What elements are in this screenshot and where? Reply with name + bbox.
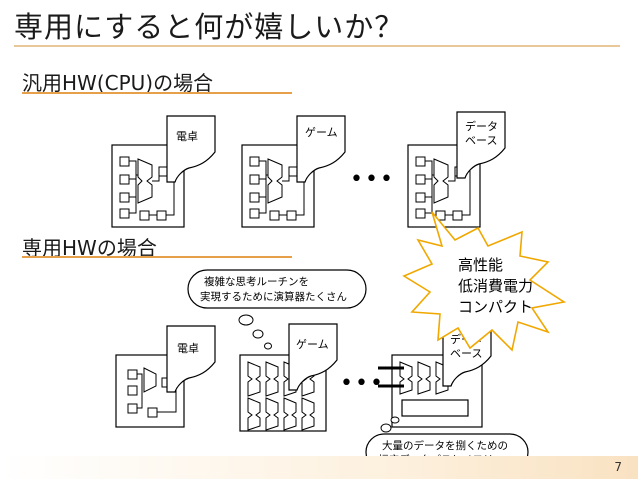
- ellipsis-dedicated: •••: [340, 371, 385, 396]
- label-game-dedicated: ゲーム: [296, 338, 329, 351]
- page-number: 7: [614, 460, 622, 474]
- benefits-starburst: 高性能 低消費電力 コンパクト: [402, 211, 567, 352]
- doc-calculator: [166, 115, 216, 183]
- burst-line-power: 低消費電力: [458, 277, 533, 295]
- label-calculator-dedicated: 電卓: [177, 342, 199, 355]
- label-calculator: 電卓: [176, 130, 198, 143]
- label-database-2: ベース: [465, 134, 497, 147]
- burst-line-compact: コンパクト: [458, 298, 533, 316]
- wide-datapath: [378, 366, 404, 388]
- page-title: 専用にすると何が嬉しいか？: [14, 10, 405, 44]
- bubble-game-line2: 実現するために演算器たくさん: [200, 290, 347, 303]
- section-heading-general-hw: 汎用HW(CPU)の場合: [22, 71, 214, 95]
- section-divider-dedicated: [22, 256, 292, 258]
- title-divider: [14, 45, 620, 47]
- doc-calculator-dedicated: [166, 325, 216, 393]
- bubble-database-line1: 大量のデータを捌くための: [382, 439, 508, 452]
- section-divider-general: [22, 92, 292, 94]
- label-database-dedicated-2: ベース: [450, 347, 482, 360]
- label-game: ゲーム: [305, 126, 338, 139]
- bubble-game-line1: 複雑な思考ルーチンを: [204, 275, 309, 288]
- ellipsis-general: •••: [350, 167, 395, 192]
- label-database-1: データ: [465, 119, 498, 133]
- footer-bar: 7: [0, 456, 638, 479]
- burst-line-performance: 高性能: [458, 256, 503, 274]
- thought-bubble-game: 複雑な思考ルーチンを 実現するために演算器たくさん: [187, 269, 367, 350]
